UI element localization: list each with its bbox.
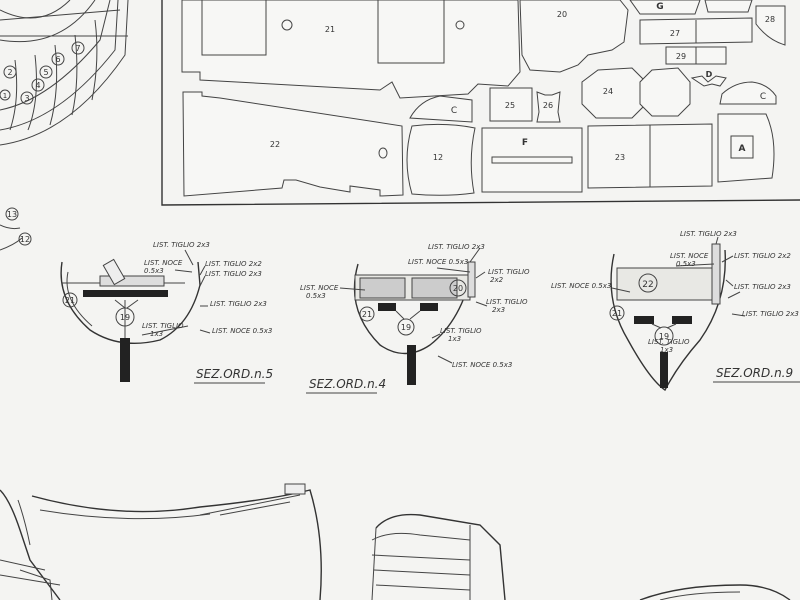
callout: LIST. TIGLIO 2x2 — [734, 252, 791, 260]
callout: LIST. NOCE — [300, 284, 339, 292]
callout: LIST. TIGLIO 2x3 — [210, 300, 267, 308]
callout: LIST. TIGLIO — [440, 327, 482, 335]
bottom-rudder-drawing — [371, 513, 506, 600]
part-label: 29 — [676, 52, 686, 61]
section-title: SEZ.ORD.n.5 — [196, 367, 273, 381]
part-label: 20 — [557, 10, 567, 19]
hull-frames-drawing — [0, 0, 129, 146]
sec9-num: 21 — [612, 309, 622, 318]
part-label: 27 — [670, 29, 680, 38]
callout: LIST. TIGLIO 2x2 — [205, 260, 262, 268]
part-26 — [536, 91, 561, 123]
part-12 — [406, 123, 476, 196]
part-label: 23 — [615, 153, 625, 162]
sec4-num: 21 — [362, 310, 372, 319]
section-title: SEZ.ORD.n.4 — [309, 377, 386, 391]
left-marker-label: 13 — [7, 210, 17, 219]
callout: 1x3 — [660, 346, 673, 354]
part-label: A — [739, 144, 746, 154]
frame-label: 1 — [3, 92, 7, 100]
left-marker-label: 12 — [20, 235, 30, 244]
parts-group: 21 20 G 28 27 29 D C 25 26 24 — [181, 0, 786, 197]
part-label: C — [451, 106, 457, 116]
part-28 — [755, 5, 786, 46]
frame-label: 2 — [7, 68, 12, 77]
section-ord-4: 21 20 19 LIST. TIGLIO 2x3 LIST. NOCE 0.5… — [300, 243, 530, 394]
callout: LIST. TIGLIO — [648, 338, 690, 346]
part-21-window — [377, 0, 445, 64]
part-G — [629, 0, 701, 15]
section-ord-5: 21 19 LIST. TIGLIO 2x3 LIST. NOCE 0.5x3 … — [60, 241, 273, 384]
frame-label: 3 — [24, 94, 29, 103]
callout: LIST. NOCE 0.5x3 — [551, 282, 611, 290]
sec5-num: 21 — [65, 296, 75, 305]
frame-label: 6 — [55, 55, 60, 64]
section-title: SEZ.ORD.n.9 — [716, 366, 793, 380]
part-22 — [182, 91, 404, 197]
part-25 — [489, 87, 533, 122]
callout: LIST. TIGLIO 2x3 — [742, 310, 799, 318]
part-D — [690, 75, 727, 87]
part-label: 21 — [325, 25, 335, 34]
callout: LIST. NOCE — [670, 252, 709, 260]
sec5-num: 19 — [120, 313, 130, 322]
callout: 0.5x3 — [676, 260, 696, 268]
frame-number-markers: 7 6 5 4 3 2 1 — [0, 41, 85, 105]
part-label: 24 — [603, 87, 613, 96]
part-label: 25 — [505, 101, 515, 110]
sec4-num: 20 — [453, 284, 463, 293]
callout: LIST. NOCE 0.5x3 — [408, 258, 468, 266]
callout: LIST. TIGLIO 2x3 — [734, 283, 791, 291]
bottom-hull-profile — [0, 483, 322, 600]
frame-label: 5 — [43, 68, 48, 77]
bottom-decoration — [639, 584, 791, 600]
hole — [378, 147, 388, 159]
callout: 1x3 — [448, 335, 461, 343]
part-label: G — [656, 2, 663, 12]
callout: 0.5x3 — [144, 267, 164, 275]
frame-label: 4 — [35, 81, 40, 90]
callout: LIST. TIGLIO 2x3 — [205, 270, 262, 278]
part-label: 26 — [543, 101, 553, 110]
part-C — [409, 95, 473, 123]
callout: 0.5x3 — [306, 292, 326, 300]
callout: LIST. TIGLIO 2x3 — [153, 241, 210, 249]
callout: 2x2 — [490, 276, 504, 284]
parts-sheet-border — [161, 0, 800, 206]
part-label: 22 — [270, 140, 280, 149]
part-label: D — [706, 70, 713, 79]
section-ord-9: 22 21 19 LIST. TIGLIO 2x3 LIST. NOCE 0.5… — [551, 230, 800, 392]
part-label: 12 — [433, 153, 443, 162]
hole — [281, 19, 293, 31]
sec9-num: 22 — [642, 280, 653, 290]
part-label: C — [760, 92, 766, 102]
part-24-twin — [639, 67, 691, 117]
left-markers: 13 12 — [0, 207, 32, 251]
callout: LIST. NOCE 0.5x3 — [452, 361, 512, 369]
part-21-window — [201, 0, 267, 56]
part-label: 28 — [765, 15, 775, 24]
part-F — [481, 127, 583, 193]
callout: LIST. NOCE — [144, 259, 183, 267]
part-label: F — [522, 138, 528, 148]
part-F-slot — [491, 156, 573, 164]
callout: LIST. TIGLIO — [486, 298, 528, 306]
callout: 1x3 — [150, 330, 163, 338]
sec4-num: 19 — [401, 323, 411, 332]
callout: LIST. TIGLIO — [142, 322, 184, 330]
hole — [455, 20, 465, 30]
callout: LIST. TIGLIO — [488, 268, 530, 276]
callout: 2x3 — [492, 306, 505, 314]
part-C-right — [719, 81, 777, 105]
part-20 — [519, 0, 629, 73]
callout: LIST. TIGLIO 2x3 — [680, 230, 737, 238]
part-G-right — [704, 0, 753, 13]
frame-label: 7 — [75, 44, 80, 53]
callout: LIST. TIGLIO 2x3 — [428, 243, 485, 251]
callout: LIST. NOCE 0.5x3 — [212, 327, 272, 335]
part-24 — [581, 67, 647, 119]
part-A-square — [730, 135, 754, 159]
sec9-num: 19 — [659, 332, 669, 341]
